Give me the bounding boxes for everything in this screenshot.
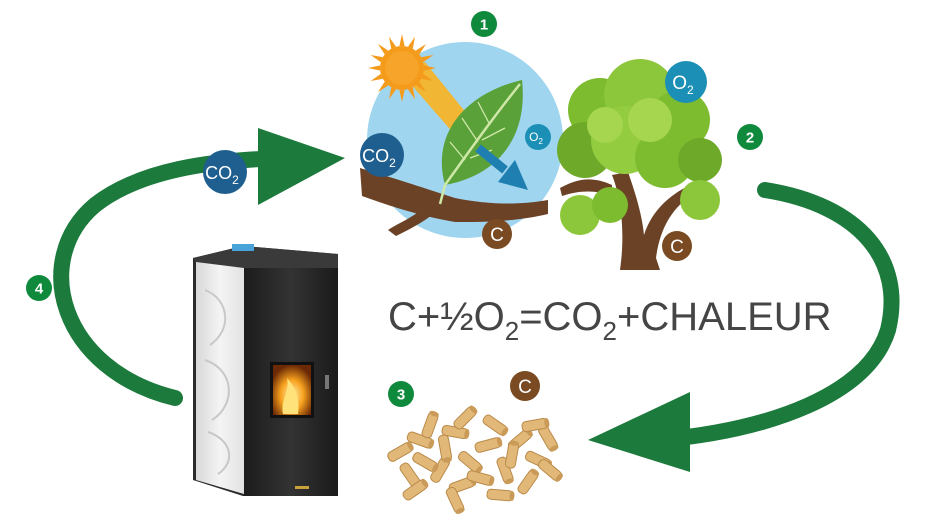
carbon-label: C (490, 225, 504, 246)
step-badge-2: 2 (737, 124, 763, 150)
co2-label: CO (362, 146, 389, 166)
sun-icon (368, 34, 436, 102)
carbon-badge-branch: C (482, 219, 512, 249)
oxygen-release-arrow (475, 144, 528, 190)
carbon-label: C (670, 237, 684, 258)
branch (360, 168, 548, 222)
o2-subscript: 2 (538, 137, 543, 146)
o2-badge-tree: O2 (665, 61, 707, 103)
co2-badge-branch: CO2 (360, 133, 404, 177)
step-number: 2 (746, 130, 754, 147)
tree-icon (557, 59, 722, 270)
step-badge-1: 1 (471, 11, 497, 37)
carbon-label: C (518, 377, 532, 398)
equation-part-1: C+½O (388, 295, 505, 339)
pellet-stove-icon (193, 244, 338, 496)
step-number: 1 (480, 17, 488, 34)
o2-label: O (672, 73, 687, 94)
co2-subscript: 2 (389, 156, 396, 170)
combustion-equation: C+½O2=CO2+CHALEUR (388, 295, 832, 346)
co2-badge-arrow: CO2 (203, 150, 247, 194)
step-badge-4: 4 (26, 275, 52, 301)
step-number: 4 (35, 281, 44, 298)
o2-label: O (529, 130, 538, 144)
svg-text:O2: O2 (672, 73, 694, 97)
equation-subscript-1: 2 (505, 316, 519, 346)
leaf-icon (438, 80, 523, 205)
step-badge-3: 3 (388, 381, 414, 407)
equation-subscript-2: 2 (603, 316, 617, 346)
cycle-arrow-right (588, 182, 900, 472)
equation-part-3: +CHALEUR (617, 295, 832, 339)
equation-part-2: =CO (519, 295, 602, 339)
wood-pellets-icon (387, 405, 563, 514)
control-panel-icon (232, 244, 254, 251)
o2-subscript: 2 (687, 83, 694, 97)
carbon-badge-tree: C (662, 231, 692, 261)
co2-subscript: 2 (232, 173, 239, 187)
o2-badge-leaf: O2 (525, 124, 551, 150)
carbon-badge-pellets: C (510, 371, 540, 401)
step-number: 3 (397, 387, 405, 404)
co2-label: CO (205, 163, 232, 183)
svg-text:CO2: CO2 (362, 146, 396, 170)
svg-text:O2: O2 (529, 130, 543, 146)
svg-text:CO2: CO2 (205, 163, 239, 187)
